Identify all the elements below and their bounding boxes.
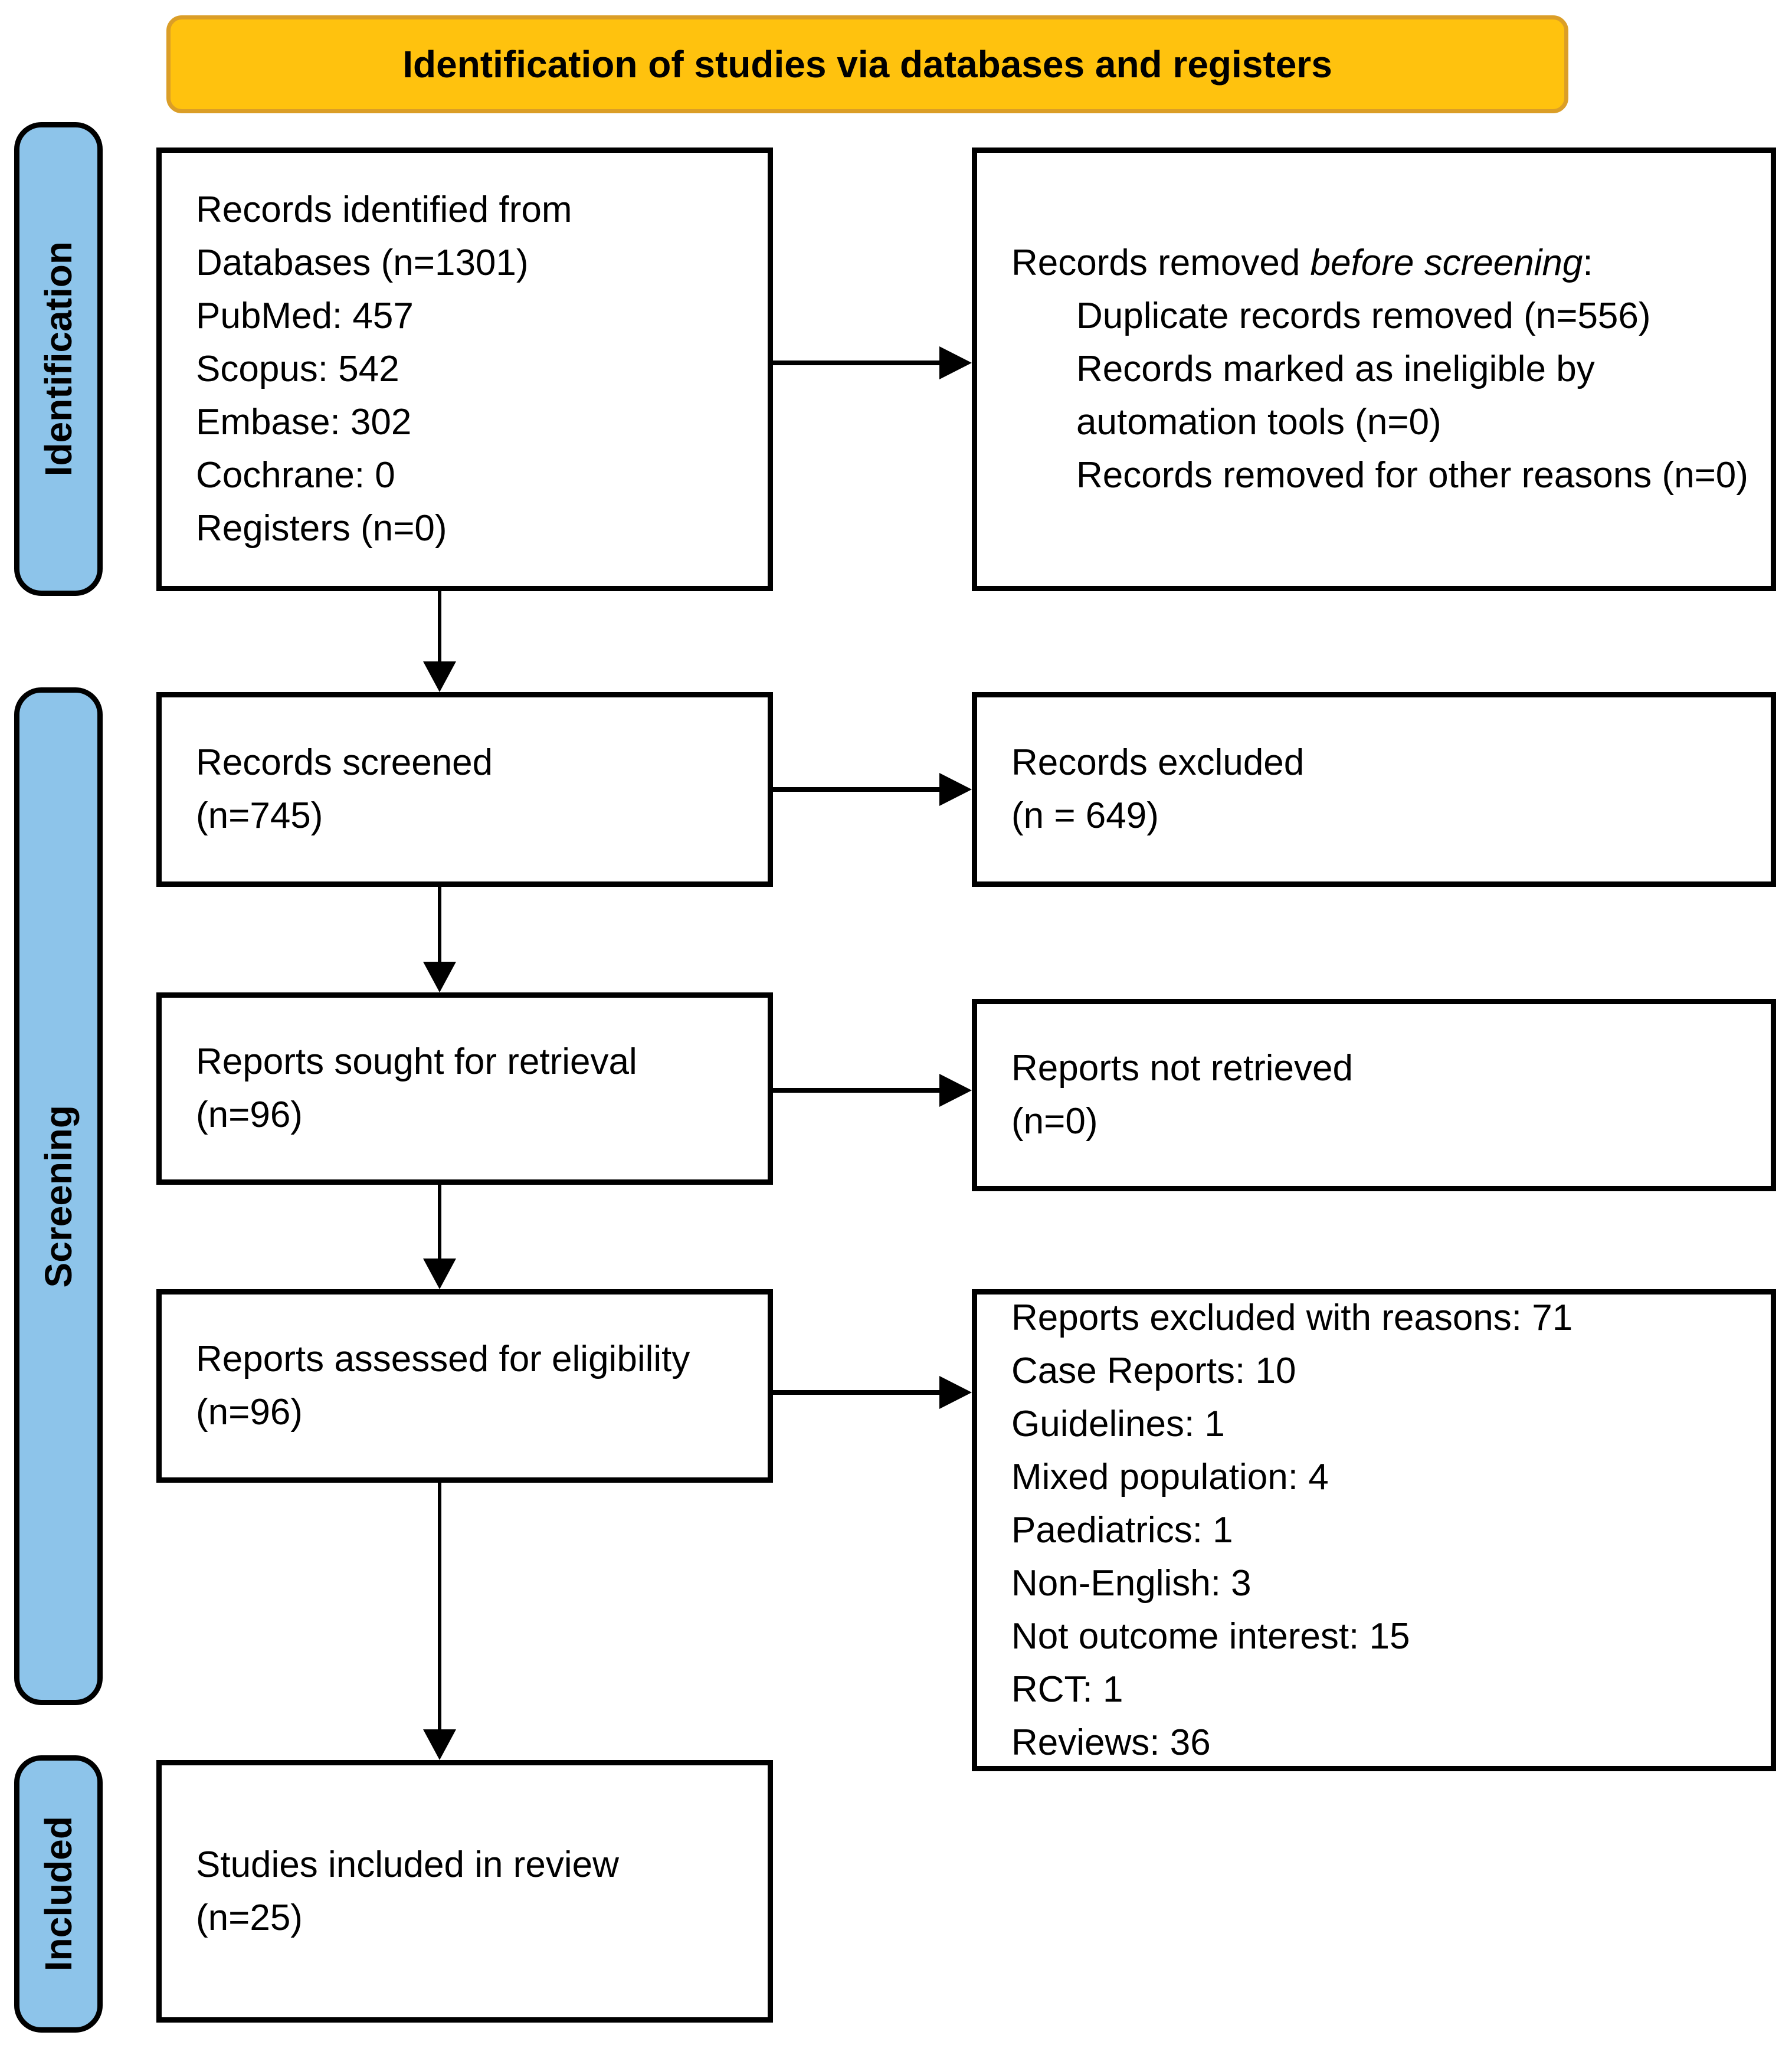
- arrow-assessed-to-reasons: [773, 1376, 972, 1409]
- box-line: Non-English: 3: [1011, 1562, 1252, 1604]
- diagram-title: Identification of studies via databases …: [402, 43, 1332, 86]
- box-line: Records screened: [196, 742, 493, 783]
- box-reports-excluded-reasons: Reports excluded with reasons: 71 Case R…: [972, 1289, 1776, 1771]
- box-line: Records excluded: [1011, 742, 1305, 783]
- box-line: Mixed population: 4: [1011, 1456, 1329, 1497]
- box-records-removed: Records removed before screening: Duplic…: [972, 148, 1776, 591]
- title-banner: Identification of studies via databases …: [166, 15, 1568, 113]
- arrow-identified-to-screened: [423, 591, 456, 692]
- box-records-excluded: Records excluded (n = 649): [972, 692, 1776, 887]
- box-line: (n=25): [196, 1897, 303, 1938]
- box-line: Embase: 302: [196, 402, 412, 443]
- arrow-shaft: [438, 1483, 441, 1732]
- box-line-italic: before screening: [1310, 242, 1583, 283]
- box-line: Reports excluded with reasons: 71: [1011, 1297, 1573, 1338]
- arrow-screened-to-excluded: [773, 773, 972, 806]
- stage-label-identification: Identification: [37, 241, 80, 477]
- arrowhead-right-icon: [939, 773, 972, 806]
- box-line: RCT: 1: [1011, 1669, 1123, 1710]
- box-line: Records identified from: [196, 189, 572, 230]
- box-line: Cochrane: 0: [196, 455, 395, 496]
- stage-bar-identification: Identification: [14, 122, 103, 596]
- arrow-shaft: [773, 1390, 942, 1395]
- stage-label-included: Included: [37, 1816, 80, 1972]
- box-line: Case Reports: 10: [1011, 1350, 1296, 1391]
- stage-bar-included: Included: [14, 1755, 103, 2033]
- box-line: (n=0): [1011, 1101, 1098, 1142]
- box-line: Scopus: 542: [196, 349, 399, 389]
- box-line-text: Records removed: [1011, 242, 1311, 283]
- arrowhead-down-icon: [423, 661, 456, 692]
- box-line: (n = 649): [1011, 795, 1159, 836]
- box-line: Reports assessed for eligibility: [196, 1339, 690, 1379]
- arrow-shaft: [773, 1088, 942, 1093]
- box-line: Reviews: 36: [1011, 1722, 1211, 1763]
- box-records-identified: Records identified from Databases (n=130…: [156, 148, 773, 591]
- box-line: Databases (n=1301): [196, 242, 529, 283]
- box-line: Records removed before screening:: [977, 237, 1771, 290]
- box-line: Reports not retrieved: [1011, 1048, 1353, 1089]
- arrow-shaft: [438, 591, 441, 664]
- box-line: Not outcome interest: 15: [1011, 1615, 1410, 1657]
- arrow-sought-to-not-retrieved: [773, 1074, 972, 1107]
- arrow-shaft: [438, 1185, 441, 1261]
- arrowhead-right-icon: [939, 1376, 972, 1409]
- arrow-shaft: [438, 887, 441, 964]
- box-line: Studies included in review: [196, 1844, 619, 1885]
- box-records-screened: Records screened (n=745): [156, 692, 773, 887]
- stage-bar-screening: Screening: [14, 687, 103, 1705]
- arrowhead-right-icon: [939, 1074, 972, 1107]
- arrow-identified-to-removed: [773, 346, 972, 379]
- box-studies-included: Studies included in review (n=25): [156, 1760, 773, 2023]
- box-line: (n=745): [196, 795, 323, 836]
- box-line: Records marked as ineligible by: [1076, 349, 1595, 389]
- box-line: Reports sought for retrieval: [196, 1041, 637, 1082]
- arrow-shaft: [773, 787, 942, 792]
- arrowhead-down-icon: [423, 1259, 456, 1289]
- arrowhead-right-icon: [939, 346, 972, 379]
- box-line: (n=96): [196, 1094, 303, 1135]
- box-line: automation tools (n=0): [1076, 402, 1442, 443]
- box-line: (n=96): [196, 1392, 303, 1433]
- box-line: Registers (n=0): [196, 508, 447, 549]
- arrowhead-down-icon: [423, 962, 456, 992]
- stage-label-screening: Screening: [37, 1105, 80, 1288]
- box-line-text: :: [1583, 242, 1593, 283]
- box-reports-assessed: Reports assessed for eligibility (n=96): [156, 1289, 773, 1483]
- arrow-sought-to-assessed: [423, 1185, 456, 1289]
- box-line: Duplicate records removed (n=556): [1076, 296, 1651, 336]
- box-line: Paediatrics: 1: [1011, 1509, 1233, 1551]
- box-reports-sought: Reports sought for retrieval (n=96): [156, 992, 773, 1185]
- box-line: Records removed for other reasons (n=0): [1076, 455, 1748, 496]
- arrow-shaft: [773, 361, 942, 365]
- box-line: Guidelines: 1: [1011, 1403, 1225, 1444]
- arrow-screened-to-sought: [423, 887, 456, 992]
- arrowhead-down-icon: [423, 1729, 456, 1760]
- box-reports-not-retrieved: Reports not retrieved (n=0): [972, 999, 1776, 1191]
- box-line: PubMed: 457: [196, 296, 414, 336]
- arrow-assessed-to-included: [423, 1483, 456, 1760]
